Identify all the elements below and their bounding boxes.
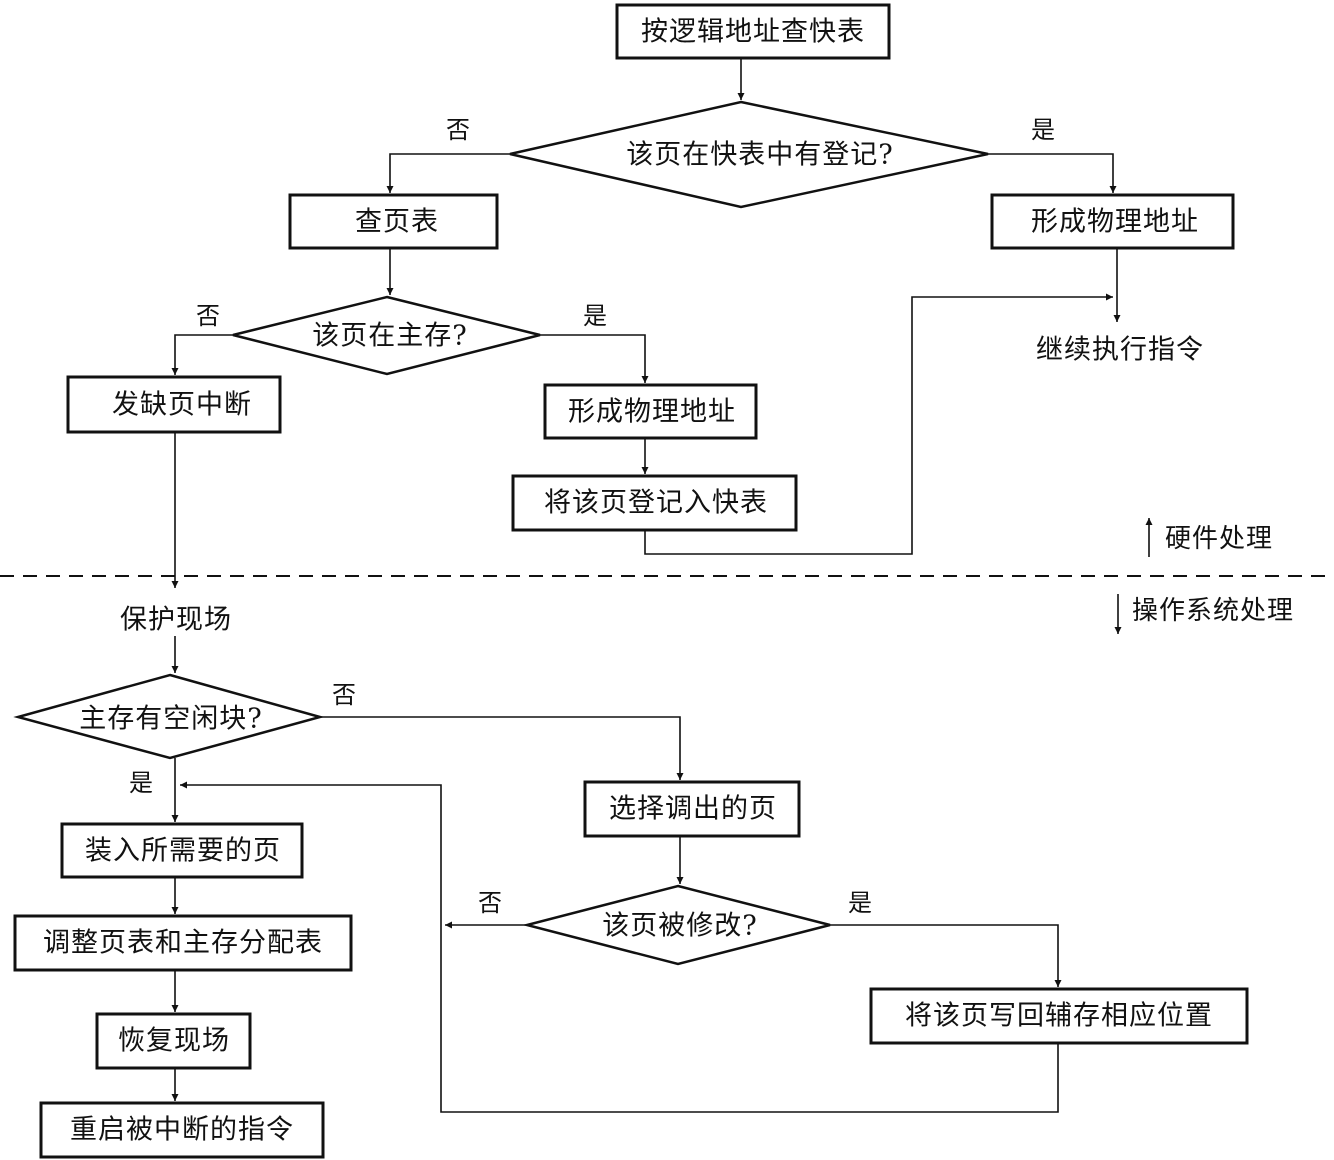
edge-writeback-return [180, 781, 1059, 1113]
node-write-back: 将该页写回辅存相应位置 [869, 987, 1249, 1045]
node-form-addr-1-label: 形成物理地址 [1031, 207, 1199, 238]
node-adjust-tables: 调整页表和主存分配表 [13, 914, 353, 972]
edge-tlb-no [386, 153, 510, 193]
decision-in-memory-label: 该页在主存? [312, 321, 467, 352]
edge-label-no: 否 [446, 116, 470, 144]
node-register-tlb: 将该页登记入快表 [511, 474, 798, 532]
node-lookup-tlb: 按逻辑地址查快表 [615, 3, 891, 60]
edge-modified-yes [830, 924, 1062, 987]
edge-label-no: 否 [332, 681, 356, 709]
decision-modified-label: 该页被修改? [602, 911, 757, 942]
node-write-back-label: 将该页写回辅存相应位置 [905, 1001, 1213, 1032]
node-restore-context: 恢复现场 [95, 1012, 252, 1070]
edge-tlb-yes [988, 153, 1117, 193]
node-restore-context-label: 恢复现场 [118, 1026, 230, 1057]
decision-in-tlb: 该页在快表中有登记? [509, 100, 989, 209]
node-form-addr-1: 形成物理地址 [990, 193, 1235, 250]
node-check-page-table-label: 查页表 [355, 207, 439, 238]
edges [171, 58, 1121, 1113]
decision-in-memory: 该页在主存? [232, 295, 541, 376]
node-restart-instr: 重启被中断的指令 [39, 1101, 325, 1159]
node-select-victim: 选择调出的页 [583, 780, 801, 838]
node-save-context-label: 保护现场 [120, 605, 232, 636]
node-lookup-tlb-label: 按逻辑地址查快表 [641, 17, 865, 48]
edge-inmem-no [171, 334, 233, 375]
edge-label-yes: 是 [583, 302, 607, 330]
edge-label-no: 否 [196, 302, 220, 330]
node-restart-instr-label: 重启被中断的指令 [70, 1115, 294, 1146]
node-select-victim-label: 选择调出的页 [609, 794, 777, 825]
edge-label-yes: 是 [1031, 116, 1055, 144]
node-check-page-table: 查页表 [288, 193, 499, 250]
node-register-tlb-label: 将该页登记入快表 [544, 488, 768, 519]
node-page-fault: 发缺页中断 [66, 375, 282, 434]
node-load-page-label: 装入所需要的页 [85, 836, 281, 867]
node-page-fault-label: 发缺页中断 [112, 390, 252, 421]
decision-free-block: 主存有空闲块? [13, 673, 325, 760]
zone-os: 操作系统处理 [1114, 594, 1294, 634]
edge-label-yes: 是 [848, 889, 872, 917]
node-save-context: 保护现场 [120, 605, 232, 636]
node-form-addr-2: 形成物理地址 [543, 383, 758, 440]
edge-inmem-yes [540, 334, 649, 383]
node-continue-exec: 继续执行指令 [1036, 335, 1204, 366]
decision-in-tlb-label: 该页在快表中有登记? [626, 140, 893, 171]
edge-freeblock-no [320, 716, 684, 780]
zone-hardware: 硬件处理 [1145, 518, 1273, 557]
edge-register-to-continue [644, 293, 1113, 555]
node-adjust-tables-label: 调整页表和主存分配表 [43, 928, 323, 959]
zone-os-label: 操作系统处理 [1132, 596, 1294, 626]
edge-label-yes: 是 [129, 769, 153, 797]
node-form-addr-2-label: 形成物理地址 [568, 397, 736, 428]
decision-free-block-label: 主存有空闲块? [79, 704, 262, 735]
zone-hardware-label: 硬件处理 [1165, 524, 1273, 554]
node-load-page: 装入所需要的页 [60, 822, 304, 879]
edge-label-no: 否 [478, 889, 502, 917]
node-continue-exec-label: 继续执行指令 [1036, 335, 1204, 366]
decision-modified: 该页被修改? [522, 884, 831, 966]
